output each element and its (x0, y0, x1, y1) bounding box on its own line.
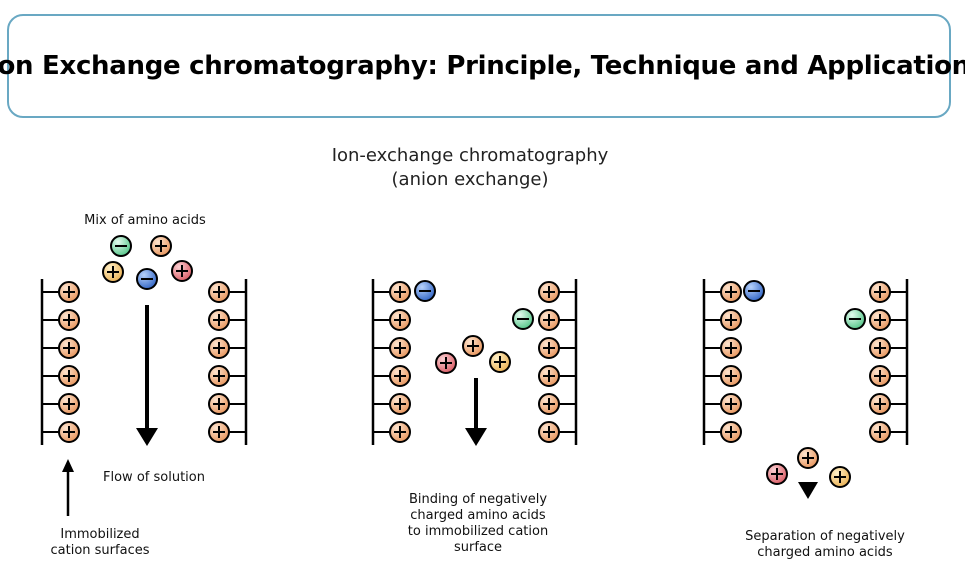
binding-caption: Binding of negatively charged amino acid… (383, 492, 573, 556)
binding-caption-line3: to immobilized cation (407, 524, 549, 539)
surface-pointer-head (62, 459, 74, 472)
diagram-layer (40, 235, 909, 516)
surface-label: Immobilized cation surfaces (30, 527, 170, 559)
panel2-flow-arrow-head (465, 428, 487, 446)
elution-arrow-head (798, 482, 818, 499)
mix-label: Mix of amino acids (84, 213, 206, 228)
figure-title-line1: Ion-exchange chromatography (331, 145, 609, 166)
binding-caption-line4: surface (453, 540, 503, 555)
page-title: Ion Exchange chromatography: Principle, … (0, 51, 965, 81)
figure-title-line2: (anion exchange) (391, 169, 549, 190)
title-box: Ion Exchange chromatography: Principle, … (0, 14, 965, 118)
separation-caption-line1: Separation of negatively (745, 529, 905, 544)
flow-label: Flow of solution (103, 470, 205, 485)
surface-label-line1: Immobilized (60, 527, 140, 542)
separation-caption-line2: charged amino acids (757, 545, 893, 560)
separation-caption: Separation of negatively charged amino a… (720, 529, 930, 561)
binding-caption-line2: charged amino acids (410, 508, 546, 523)
figure-title: Ion-exchange chromatography (anion excha… (250, 144, 690, 192)
flow-arrow-head (136, 428, 158, 446)
surface-label-line2: cation surfaces (50, 543, 150, 558)
binding-caption-line1: Binding of negatively (408, 492, 548, 507)
